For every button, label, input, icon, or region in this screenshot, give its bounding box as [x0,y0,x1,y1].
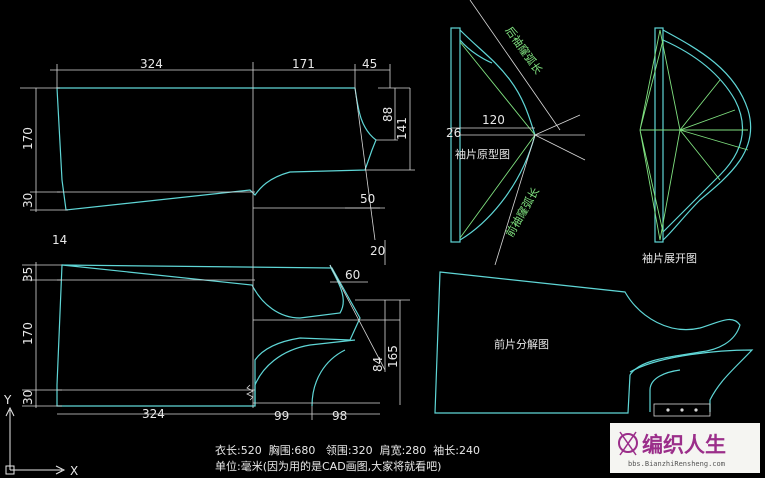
zigzag-mark [246,384,254,401]
axis-y-label: Y [3,393,12,407]
back-piece-outline [56,87,377,211]
watermark-title: 编织人生 [642,433,726,457]
shoulder-slope-line [329,264,386,371]
sleeve-ext-line-2 [534,114,581,136]
front-neck-inner [311,349,346,407]
expanded-outer-curve [662,29,752,241]
unit-note: 单位:毫米(因为用的是CAD画图,大家将就看吧) [215,459,441,473]
dim-26: 26 [446,126,461,140]
dim-170-lower: 170 [21,322,35,345]
axis-x-label: X [70,464,78,478]
sleeve-ext-line-4 [494,134,536,266]
dim-35: 35 [21,267,35,282]
sleeve-expanded [639,27,752,243]
dim-60: 60 [345,268,360,282]
dim-120: 120 [482,113,505,127]
ucs-axes-icon [5,406,66,475]
button-band [653,403,711,417]
dim-171: 171 [292,57,315,71]
sleeve-expanded-title: 袖片展开图 [642,251,697,265]
dim-98: 98 [332,409,347,423]
watermark-logo: 编织人生 bbs.BianzhiRensheng.com [610,423,760,473]
sleeve-cap-inner-top [459,39,493,64]
front-split-collar [629,349,754,412]
front-split-inner [649,369,681,412]
dim-324-bottom: 324 [142,407,165,421]
dimension-lines [20,64,415,420]
dim-141: 141 [395,117,409,140]
dim-324-top: 324 [140,57,163,71]
body-pattern [56,62,400,408]
dim-50: 50 [360,192,375,206]
dim-170-upper: 170 [21,127,35,150]
dim-30-lower: 30 [21,390,35,405]
front-split [434,271,754,417]
dim-45: 45 [362,57,377,71]
dim-99: 99 [274,409,289,423]
dim-30-upper: 30 [21,193,35,208]
dim-88: 88 [381,107,395,122]
watermark-url: bbs.BianzhiRensheng.com [628,460,725,468]
expanded-inner-curve [662,39,744,233]
front-split-title: 前片分解图 [494,337,549,351]
sleeve-prototype [450,0,586,266]
back-armhole-label: 后袖窿弧长 [503,24,546,77]
button-hole [666,408,670,412]
dim-84: 84 [371,357,385,372]
dim-20: 20 [370,244,385,258]
expanded-construction [639,29,749,241]
button-hole [694,408,698,412]
sleeve-back-curve [459,29,536,136]
button-hole [680,408,684,412]
front-split-outline [434,271,741,414]
sleeve-ext-line-1 [469,0,561,131]
front-neck-curve [254,339,356,406]
sleeve-prototype-title: 袖片原型图 [455,147,510,161]
sleeve-ext-line-3 [534,134,586,161]
expanded-cap-bar [654,27,664,243]
dim-165: 165 [386,345,400,368]
back-shoulder-slope-line [354,87,376,241]
measurement-note: 衣长:520 胸围:680 领围:320 肩宽:280 袖长:240 [215,443,480,457]
dim-14: 14 [52,233,67,247]
